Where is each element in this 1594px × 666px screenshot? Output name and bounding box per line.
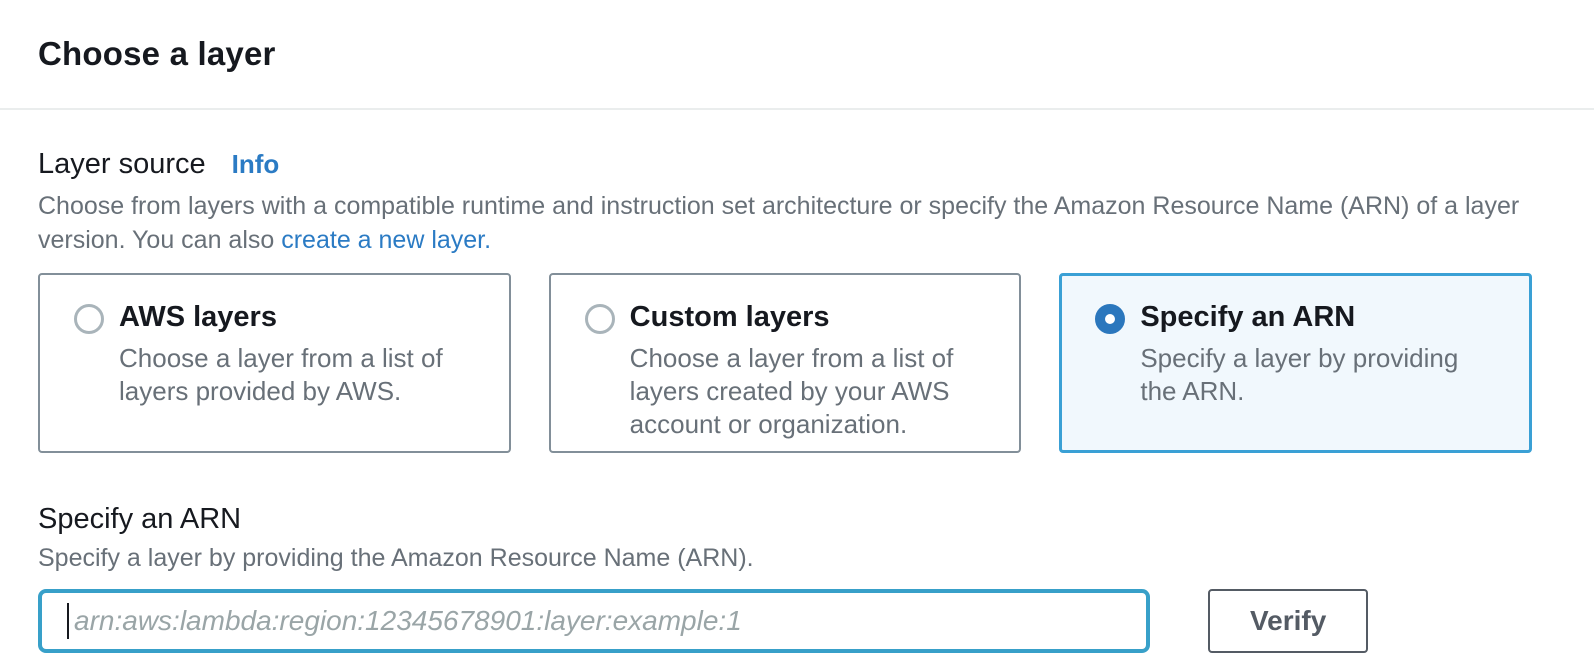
radio-unchecked-icon[interactable] [74,304,104,334]
specify-arn-heading: Specify an ARN [38,503,242,535]
layer-source-label-row: Layer source Info [38,148,1532,181]
arn-input-wrapper [38,589,1150,653]
radio-checked-icon[interactable] [1095,304,1126,334]
tile-description: Specify a layer by providing the ARN. [1140,343,1459,406]
arn-input[interactable] [38,589,1150,653]
tile-title: Specify an ARN [1140,301,1356,333]
description-line-2: version. You can also create a new layer… [38,223,1532,257]
tile-title: AWS layers [119,301,277,333]
tile-aws-layers[interactable]: AWS layers Choose a layer from a list of… [38,273,511,453]
verify-button[interactable]: Verify [1208,589,1369,653]
choose-layer-panel: Layer source Info Choose from layers wit… [0,110,1594,653]
layer-source-description: Choose from layers with a compatible run… [38,189,1532,257]
tile-specify-arn[interactable]: Specify an ARN Specify a layer by provid… [1059,273,1533,453]
panel-header: Choose a layer [0,0,1594,110]
tile-custom-layers[interactable]: Custom layers Choose a layer from a list… [548,273,1022,453]
tile-text: AWS layers Choose a layer from a list of… [119,301,479,408]
radio-unchecked-icon[interactable] [584,304,615,334]
text-caret [67,603,69,639]
arn-input-row: Verify [38,589,1532,653]
tile-text: Custom layers Choose a layer from a list… [630,301,990,441]
specify-arn-description: Specify a layer by providing the Amazon … [38,544,754,572]
description-line-1: Choose from layers with a compatible run… [38,192,1520,220]
tile-title: Custom layers [629,301,830,333]
create-new-layer-link[interactable]: create a new layer. [281,226,492,254]
layer-source-tiles: AWS layers Choose a layer from a list of… [38,273,1533,453]
description-line-2-text: version. You can also [38,226,282,254]
layer-source-label: Layer source [38,148,206,180]
tile-text: Specify an ARN Specify a layer by provid… [1140,301,1500,408]
tile-description: Choose a layer from a list of layers pro… [119,343,443,406]
page-title: Choose a layer [38,35,276,72]
tile-description: Choose a layer from a list of layers cre… [629,343,954,439]
info-link[interactable]: Info [231,149,280,179]
